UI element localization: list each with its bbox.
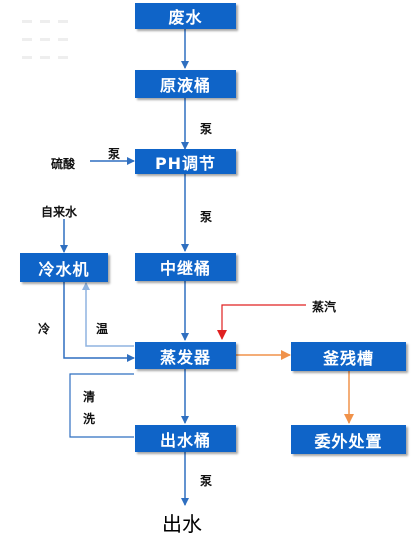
node-evaporator: 蒸发器 — [135, 342, 236, 369]
node-wastewater: 废水 — [135, 3, 236, 29]
node-chiller: 冷水机 — [20, 253, 108, 282]
arrow-evaporator-to-chiller — [82, 282, 134, 347]
label-output: 出水 — [162, 512, 202, 536]
node-residue-tank: 釜残槽 — [291, 342, 406, 371]
label-tap-water: 自来水 — [41, 205, 78, 219]
node-outlet-tank: 出水桶 — [135, 425, 236, 452]
label-sulfuric-acid: 硫酸 — [51, 157, 76, 171]
label-cold: 冷 — [38, 322, 51, 336]
arrow-cleaning-loop — [69, 373, 134, 438]
label-steam: 蒸汽 — [312, 300, 337, 314]
label-pump-1: 泵 — [200, 122, 213, 136]
label-pump-3: 泵 — [200, 210, 213, 224]
faint-watermark — [22, 20, 70, 60]
node-relay-tank: 中继桶 — [135, 253, 236, 281]
label-wash-2: 洗 — [83, 412, 96, 426]
arrow-chiller-to-evaporator — [63, 282, 135, 362]
label-wash-1: 清 — [83, 390, 96, 404]
node-ph-adjust: PH调节 — [135, 149, 236, 174]
label-pump-2: 泵 — [108, 147, 121, 161]
node-outsource: 委外处置 — [291, 425, 406, 454]
label-pump-4: 泵 — [200, 474, 213, 488]
node-raw-tank: 原液桶 — [135, 70, 236, 98]
arrow-steam-to-evaporator — [217, 304, 306, 340]
label-warm: 温 — [96, 322, 109, 336]
